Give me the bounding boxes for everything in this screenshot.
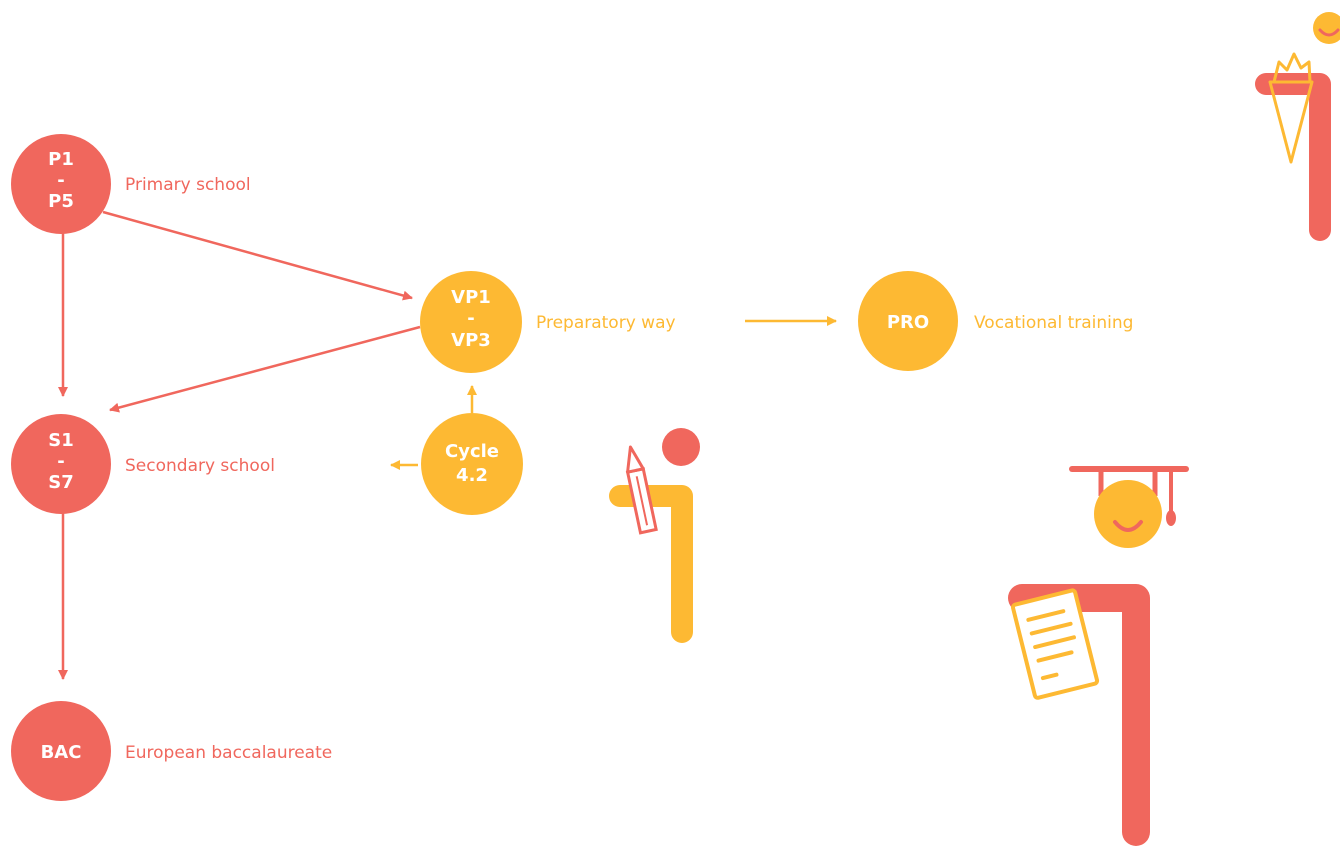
node-primary-line-3: P5 bbox=[48, 191, 74, 212]
node-vp: VP1 - VP3 bbox=[420, 271, 522, 373]
node-primary-line-2: - bbox=[57, 170, 64, 191]
node-secondary-line-1: S1 bbox=[48, 430, 74, 451]
node-vp-line-2: - bbox=[467, 308, 474, 329]
node-secondary-line-2: - bbox=[57, 451, 64, 472]
node-cycle-line-2: 4.2 bbox=[456, 465, 488, 486]
label-bac: European baccalaureate bbox=[125, 743, 332, 763]
node-secondary: S1 - S7 bbox=[11, 414, 111, 514]
label-vp: Preparatory way bbox=[536, 313, 676, 333]
node-pro-line-1: PRO bbox=[887, 312, 929, 333]
graduate-with-diploma-icon bbox=[1008, 466, 1189, 846]
arrow-vp-to-secondary bbox=[109, 325, 421, 413]
label-pro: Vocational training bbox=[974, 313, 1133, 333]
node-vp-line-1: VP1 bbox=[451, 287, 491, 308]
arrow-primary-to-vp bbox=[102, 210, 413, 301]
node-primary-line-1: P1 bbox=[48, 149, 74, 170]
label-secondary: Secondary school bbox=[125, 456, 275, 476]
label-primary: Primary school bbox=[125, 175, 251, 195]
student-with-pencil-icon bbox=[609, 428, 700, 643]
node-secondary-line-3: S7 bbox=[48, 472, 74, 493]
node-cycle-line-1: Cycle bbox=[445, 441, 499, 462]
node-pro: PRO bbox=[858, 271, 958, 371]
node-bac-line-1: BAC bbox=[41, 742, 82, 763]
node-primary: P1 - P5 bbox=[11, 134, 111, 234]
node-bac: BAC bbox=[11, 701, 111, 801]
node-vp-line-3: VP3 bbox=[451, 330, 491, 351]
graduate-with-cone-icon bbox=[1255, 12, 1340, 241]
node-cycle: Cycle 4.2 bbox=[421, 413, 523, 515]
